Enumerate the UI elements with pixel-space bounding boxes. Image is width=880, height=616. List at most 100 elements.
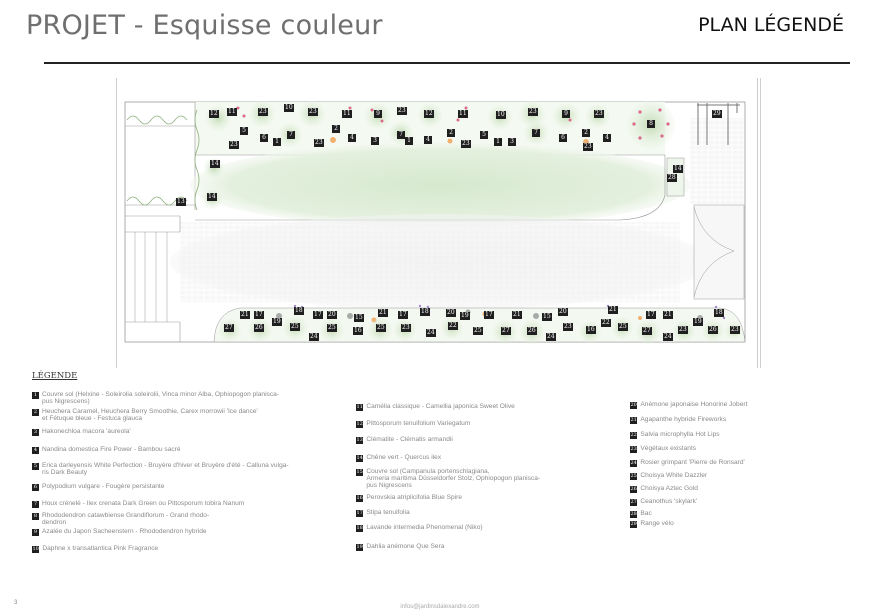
legend-number: 2 bbox=[32, 409, 39, 416]
plan-marker: 25 bbox=[618, 323, 628, 331]
legend-text: Chêne vert - Quercus ilex bbox=[366, 454, 442, 461]
legend-text: Couvre sol (Helxine - Soleirolia soleiro… bbox=[42, 391, 280, 405]
page-subtitle: PLAN LÉGENDÉ bbox=[698, 14, 844, 36]
plan-marker: 25 bbox=[376, 324, 386, 332]
plan-marker: 15 bbox=[354, 314, 364, 322]
legend-text: Végétaux existants bbox=[640, 445, 697, 452]
legend-number: 19 bbox=[356, 544, 364, 551]
plan-marker: 20 bbox=[558, 308, 568, 316]
legend-number: 7 bbox=[32, 501, 39, 508]
legend-number: 27 bbox=[630, 499, 638, 506]
legend-text: Choisya White Dazzler bbox=[640, 472, 708, 479]
page-title: PROJET - Esquisse couleur bbox=[26, 10, 383, 41]
plan-marker: 19 bbox=[693, 318, 703, 326]
plan-marker: 20 bbox=[446, 309, 456, 317]
legend-text: Hakonechloa macora 'aureola' bbox=[42, 428, 131, 435]
legend-number: 24 bbox=[630, 460, 638, 467]
legend-text: Clématite - Clématis armandii bbox=[366, 436, 453, 443]
legend-text: Salvia microphylla Hot Lips bbox=[640, 431, 720, 438]
legend-text: Daphne x transatlantica Pink Fragrance bbox=[42, 545, 159, 552]
plan-marker: 7 bbox=[287, 131, 295, 139]
plan-marker: 8 bbox=[647, 120, 655, 128]
legend-number: 16 bbox=[356, 495, 364, 502]
legend-text: Houx crénelé - Ilex crenata Dark Green o… bbox=[42, 500, 245, 507]
plan-marker: 25 bbox=[290, 323, 300, 331]
plan-marker: 2 bbox=[332, 125, 340, 133]
plan-marker: 3 bbox=[508, 138, 516, 146]
legend-text: Rosier grimpant 'Pierre de Ronsard' bbox=[640, 459, 745, 466]
plan-marker: 11 bbox=[227, 108, 237, 116]
plan-marker: 21 bbox=[378, 309, 388, 317]
plan-marker: 26 bbox=[708, 326, 718, 334]
plan-marker: 28 bbox=[667, 174, 677, 182]
plan-marker: 23 bbox=[314, 139, 324, 147]
plan-marker: 12 bbox=[209, 110, 219, 118]
plan-marker: 1 bbox=[273, 138, 281, 146]
plan-marker: 9 bbox=[562, 110, 570, 118]
plan-marker: 11 bbox=[458, 110, 468, 118]
plan-marker: 27 bbox=[642, 327, 652, 335]
legend-title: LÉGENDE bbox=[32, 371, 78, 381]
legend-number: 1 bbox=[32, 392, 39, 399]
plan-marker: 14 bbox=[207, 193, 217, 201]
plan-marker: 26 bbox=[527, 327, 537, 335]
legend-text: Erica darleyensis White Perfection - Bru… bbox=[42, 462, 289, 476]
legend-number: 6 bbox=[32, 484, 39, 491]
legend-text: Bac bbox=[640, 510, 652, 517]
legend-number: 25 bbox=[630, 473, 638, 480]
plan-marker: 24 bbox=[426, 329, 436, 337]
plan-marker: 16 bbox=[586, 326, 596, 334]
plan-marker: 21 bbox=[240, 311, 250, 319]
plan-marker: 23 bbox=[678, 326, 688, 334]
legend-number: 10 bbox=[32, 546, 40, 553]
legend-text: Pittosporum tenuifolium Variegatum bbox=[366, 420, 471, 427]
plan-marker: 7 bbox=[397, 131, 405, 139]
legend-number: 15 bbox=[356, 469, 364, 476]
legend-number: 20 bbox=[630, 402, 638, 409]
plan-marker: 18 bbox=[714, 309, 724, 317]
plan-marker: 9 bbox=[374, 110, 382, 118]
plan-marker: 2 bbox=[447, 129, 455, 137]
plan-marker: 6 bbox=[559, 134, 567, 142]
footer-email: infos@jardinsdalexandre.com bbox=[400, 604, 480, 610]
legend-number: 21 bbox=[630, 417, 638, 424]
legend-number: 4 bbox=[32, 447, 39, 454]
plan-marker: 16 bbox=[353, 327, 363, 335]
plan-marker: 17 bbox=[313, 311, 323, 319]
legend-text: Anémone japonaise Honorine Jobert bbox=[640, 401, 748, 408]
plan-marker: 1 bbox=[405, 137, 413, 145]
plan-marker: 11 bbox=[342, 110, 352, 118]
legend-text: Rhododendron catawbiense Grandiflorum - … bbox=[42, 512, 210, 526]
legend-text: Choisya Aztec Gold bbox=[640, 485, 698, 492]
plan-marker: 22 bbox=[601, 319, 611, 327]
plan-marker: 27 bbox=[501, 327, 511, 335]
plan-marker: 23 bbox=[401, 324, 411, 332]
plan-marker: 5 bbox=[480, 131, 488, 139]
plan-marker: 15 bbox=[542, 313, 552, 321]
legend-text: Lavande intermedia Phenomenal (Niko) bbox=[366, 524, 483, 531]
plan-marker: 25 bbox=[473, 327, 483, 335]
plan-marker: 4 bbox=[424, 136, 432, 144]
plan-marker: 25 bbox=[327, 324, 337, 332]
plan-marker: 18 bbox=[420, 308, 430, 316]
right-margin-line-2 bbox=[760, 78, 761, 368]
plan-marker: 1 bbox=[494, 138, 502, 146]
legend-text: Heuchera Caramel, Heuchera Berry Smoothi… bbox=[42, 408, 258, 422]
